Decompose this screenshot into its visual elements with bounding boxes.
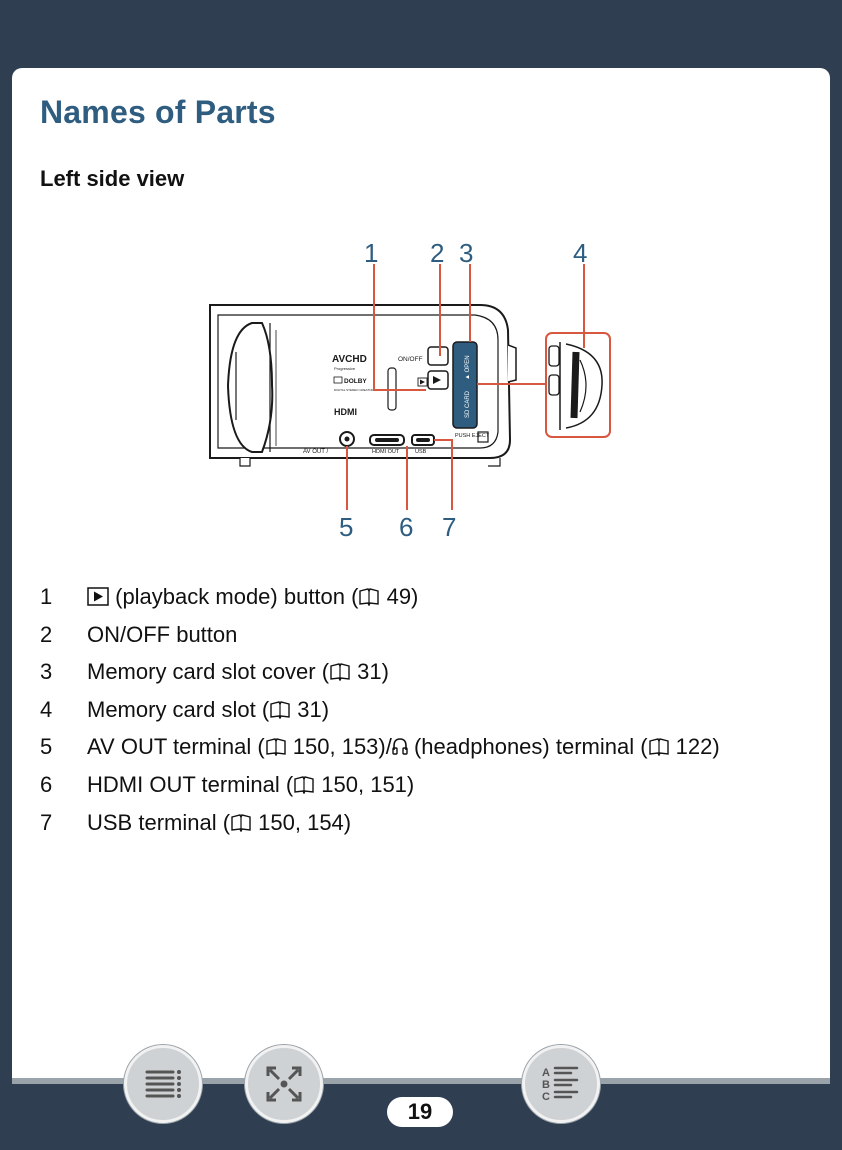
legend-item-6: 6 HDMI OUT terminal ( 150, 151) [40, 772, 820, 810]
legend-item-1: 1 (playback mode) button ( 49) [40, 584, 820, 622]
legend-1-text: (playback mode) button ( [109, 584, 359, 609]
legend-item-2: 2 ON/OFF button [40, 622, 820, 660]
book-reference-icon [359, 588, 380, 606]
callout-7: 7 [442, 512, 456, 542]
book-reference-icon [648, 738, 669, 757]
svg-text:A: A [542, 1067, 550, 1079]
legend-3-ref: 31) [351, 659, 389, 685]
sd-card-label: SD CARD [465, 390, 471, 418]
legend-7-text: USB terminal ( [87, 809, 231, 835]
legend-item-7: 7 USB terminal ( 150, 154) [40, 810, 820, 848]
camera-printing: AVCHD Progressive DOLBY DIGITAL STEREO C… [303, 354, 490, 455]
introduction-button[interactable] [245, 1045, 323, 1123]
legend-text: HDMI OUT terminal ( 150, 151) [87, 772, 414, 798]
callout-2: 2 [430, 238, 444, 268]
book-reference-icon [231, 813, 251, 832]
svg-text:B: B [542, 1079, 550, 1091]
legend-number: 3 [40, 659, 53, 685]
hdmi-out-label: HDMI OUT [372, 449, 400, 455]
open-label: ▲ OPEN [465, 355, 471, 380]
legend-number: 2 [40, 621, 53, 647]
legend-5-mid2: (headphones) terminal ( [407, 734, 648, 760]
book-reference-icon [265, 738, 286, 757]
legend-number: 5 [40, 734, 53, 760]
push-eject-label: PUSH EJECT [455, 433, 490, 439]
legend-7-ref: 150, 154) [252, 809, 352, 835]
book-reference-icon [294, 776, 314, 794]
page-number: 19 [387, 1097, 453, 1127]
dolby-sub: DIGITAL STEREO CREATOR [334, 388, 375, 392]
legend-text: USB terminal ( 150, 154) [87, 810, 351, 836]
card-slot-detail [545, 332, 611, 438]
legend-3-text: Memory card slot cover ( [87, 659, 330, 685]
progressive-label: Progressive [334, 366, 356, 371]
hdmi-logo: HDMI [334, 407, 357, 417]
legend-text: AV OUT terminal ( 150, 153)/ (headphones… [87, 734, 720, 760]
bottom-bar [12, 1078, 830, 1084]
table-of-contents-button[interactable] [124, 1045, 202, 1123]
callout-1: 1 [364, 238, 378, 268]
abc-index-icon: ABC [542, 1066, 579, 1103]
expand-arrows-icon [266, 1066, 302, 1102]
av-out-label: AV OUT / [303, 449, 328, 455]
page-title: Names of Parts [40, 94, 276, 130]
legend-text: Memory card slot cover ( 31) [87, 659, 389, 685]
legend-item-3: 3 Memory card slot cover ( 31) [40, 659, 820, 697]
dolby-logo: DOLBY [344, 378, 367, 385]
legend-4-text: Memory card slot ( [87, 696, 270, 722]
svg-text:C: C [542, 1091, 550, 1103]
callout-6: 6 [399, 512, 413, 542]
camera-diagram: 1 2 3 4 5 6 7 [209, 238, 611, 542]
legend-4-ref: 31) [291, 696, 330, 722]
avchd-logo: AVCHD [332, 354, 367, 365]
on-off-label: ON/OFF [398, 356, 423, 363]
camcorder-body [209, 304, 517, 467]
callout-lines [346, 264, 585, 510]
legend-6-text: HDMI OUT terminal ( [87, 771, 294, 797]
legend-item-5: 5 AV OUT terminal ( 150, 153)/ (headphon… [40, 734, 820, 772]
legend-6-ref: 150, 151) [315, 771, 415, 797]
parts-legend: 1 (playback mode) button ( 49) 2 ON/OFF … [40, 584, 820, 847]
legend-item-4: 4 Memory card slot ( 31) [40, 697, 820, 735]
callout-5: 5 [339, 512, 353, 542]
legend-1-ref: 49) [380, 584, 419, 609]
legend-5-ref: 122) [669, 734, 720, 760]
headphones-icon [392, 738, 408, 756]
playback-mode-icon [87, 587, 109, 606]
page: Names of Parts Left side view 1 2 3 4 5 … [12, 68, 830, 1080]
legend-number: 4 [40, 696, 53, 722]
usb-label: USB [415, 449, 427, 455]
legend-text: Memory card slot ( 31) [87, 697, 329, 723]
book-reference-icon [270, 700, 290, 719]
legend-number: 1 [40, 584, 53, 609]
section-title: Left side view [40, 166, 185, 191]
callout-3: 3 [459, 238, 473, 268]
legend-2-text: ON/OFF button [87, 621, 238, 647]
list-icon [145, 1070, 181, 1098]
legend-text: (playback mode) button ( 49) [87, 584, 418, 610]
legend-number: 6 [40, 771, 53, 797]
legend-5-mid: 150, 153)/ [286, 734, 392, 760]
book-reference-icon [330, 663, 350, 682]
callout-4: 4 [573, 238, 587, 268]
legend-5-text: AV OUT terminal ( [87, 734, 265, 760]
legend-number: 7 [40, 809, 53, 835]
